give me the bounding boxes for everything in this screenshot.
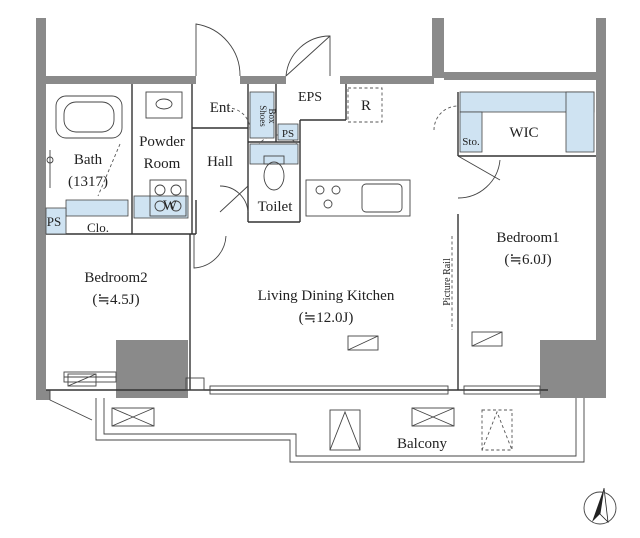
storage-label: Sto. (462, 136, 480, 148)
ldk-label: Living Dining Kitchen (258, 288, 395, 304)
washer-label: W (163, 198, 178, 214)
bedroom2-size-label: (≒4.5J) (92, 292, 139, 308)
shoes-box-label-line1: Shoes (258, 105, 268, 127)
entrance-label: Ent. (210, 100, 235, 116)
picture-rail-label: Picture Rail (442, 258, 453, 306)
bath-size-label: (1317) (68, 174, 108, 190)
ps-upper-label: PS (282, 128, 294, 140)
bedroom1-label: Bedroom1 (496, 230, 559, 246)
balcony-label: Balcony (397, 436, 447, 452)
hall-label: Hall (207, 154, 233, 170)
shoes-box-label-line2: Box (267, 108, 277, 124)
north-arrow-icon (583, 487, 617, 525)
refrigerator-label: R (361, 98, 371, 114)
closet-label: Clo. (87, 220, 109, 235)
wic-label: WIC (509, 125, 538, 141)
ps-left-label: PS (47, 214, 61, 229)
bedroom2-label: Bedroom2 (84, 270, 147, 286)
room-labels: Bath (1317) Powder Room W Ent. Shoes Box… (47, 90, 560, 452)
bedroom1-size-label: (≒6.0J) (504, 252, 551, 268)
powder-room-label-line1: Powder (139, 134, 185, 150)
eps-label: EPS (298, 90, 322, 105)
storage-areas (45, 91, 595, 235)
ldk-size-label: (≒12.0J) (299, 310, 354, 326)
balcony-outline (49, 390, 585, 463)
structural-walls (36, 18, 606, 400)
south-windows (63, 371, 541, 395)
powder-room-label-line2: Room (144, 156, 181, 172)
fixtures (46, 87, 503, 387)
bath-label: Bath (74, 152, 103, 168)
toilet-label: Toilet (258, 199, 294, 215)
